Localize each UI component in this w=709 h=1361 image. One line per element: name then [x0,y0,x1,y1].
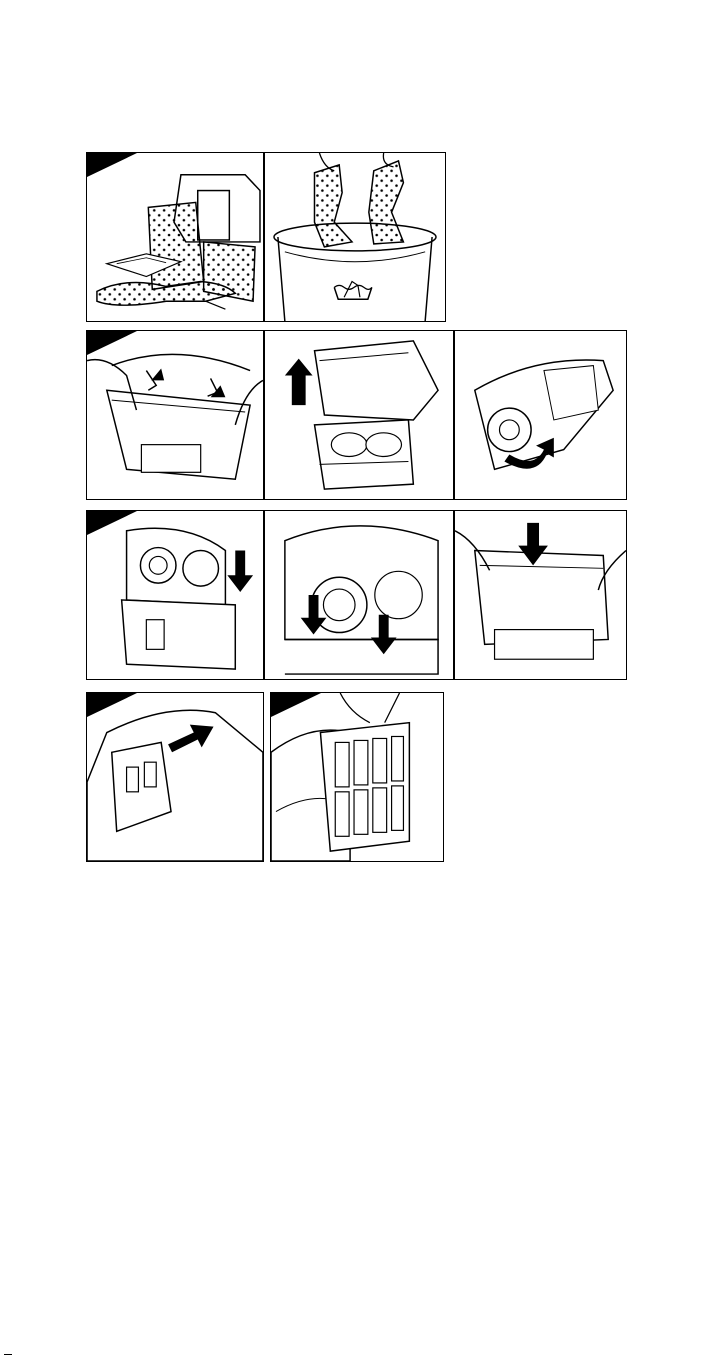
step-corner-marker [87,511,137,535]
illustration-panel-4a [86,692,264,862]
illustration-panel-4b [270,692,444,862]
illustration-panel-1b [264,152,446,322]
rotate-cyclone-illustration [455,331,626,499]
step-corner-marker [87,331,137,355]
step-corner-marker [87,693,137,717]
page-footer-mark [4,1354,12,1355]
release-clips-illustration [87,331,263,499]
step-corner-marker [87,153,137,177]
insert-cyclone-illustration [87,511,263,679]
illustration-panel-2c [454,330,627,500]
illustration-panel-3a [86,510,264,680]
hand-wash-icon [334,281,372,299]
arrow-icon [227,551,253,593]
wash-filters-illustration [265,153,445,321]
insert-exhaust-filter-illustration [271,693,443,861]
lift-filter-lid-illustration [265,331,453,499]
illustration-panel-2a [86,330,264,500]
illustration-panel-1a [86,152,264,322]
illustration-panel-3b [264,510,454,680]
close-lid-illustration [455,511,626,679]
dust-container-disassembled-illustration [87,153,263,321]
step-corner-marker [271,693,321,717]
press-cyclone-down-illustration [265,511,453,679]
arrow-icon [285,359,313,405]
illustration-panel-2b [264,330,454,500]
illustration-panel-3c [454,510,627,680]
insert-container-illustration [87,693,263,861]
